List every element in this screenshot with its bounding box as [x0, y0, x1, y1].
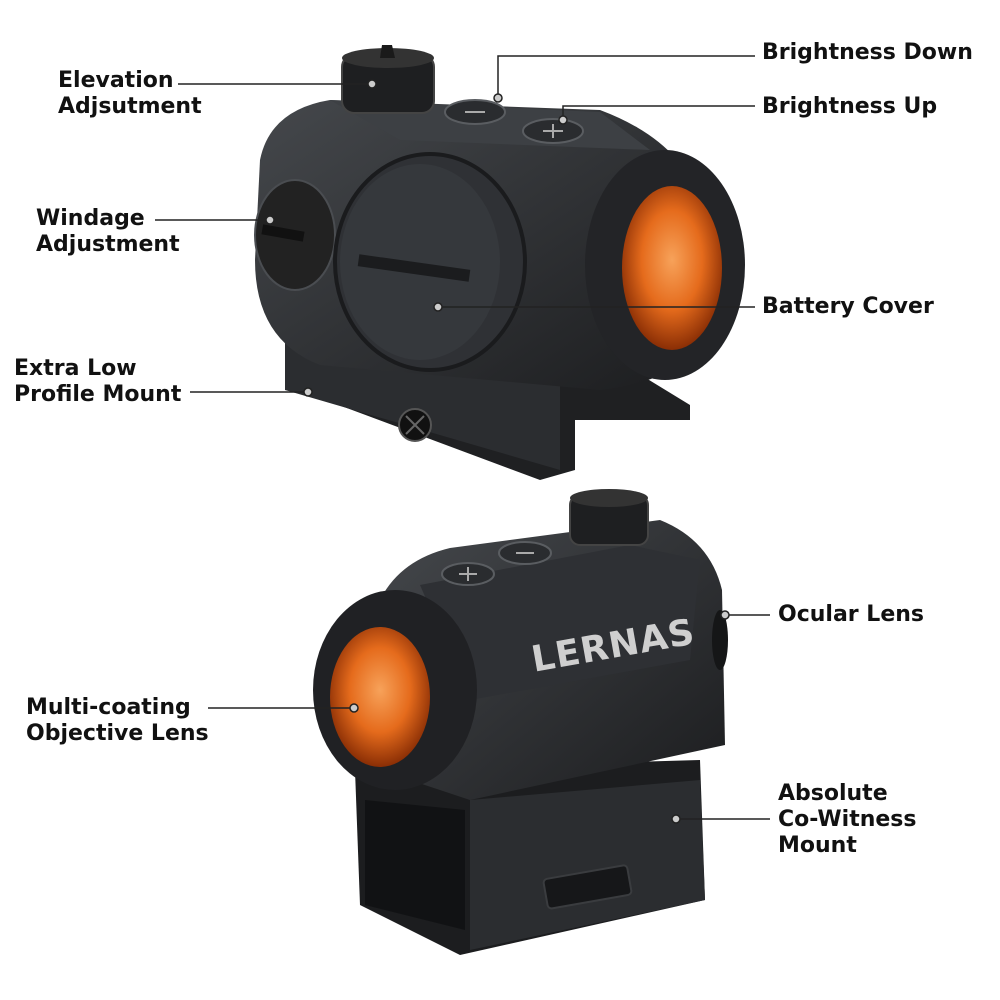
top-objective-lens	[622, 186, 722, 350]
plus-icon	[543, 124, 563, 138]
bottom-sight	[313, 489, 728, 955]
label-objective-lens: Multi-coating Objective Lens	[26, 695, 209, 746]
label-brightness-up: Brightness Up	[762, 94, 938, 119]
leader-lines	[155, 55, 770, 824]
ocular-lens-edge	[712, 610, 728, 670]
label-brightness-down: Brightness Down	[762, 40, 973, 65]
top-sight	[254, 45, 745, 480]
label-absolute-mount: Absolute Co-Witness Mount	[778, 781, 917, 858]
label-ocular-lens: Ocular Lens	[778, 602, 924, 627]
label-windage: Windage Adjustment	[36, 206, 180, 257]
label-battery-cover: Battery Cover	[762, 294, 934, 319]
bottom-objective-lens	[330, 627, 430, 767]
plus-icon	[459, 567, 477, 581]
label-elevation: Elevation Adjsutment	[58, 68, 202, 119]
leader-brightness-down	[497, 55, 755, 98]
label-extra-low-mount: Extra Low Profile Mount	[14, 356, 182, 407]
